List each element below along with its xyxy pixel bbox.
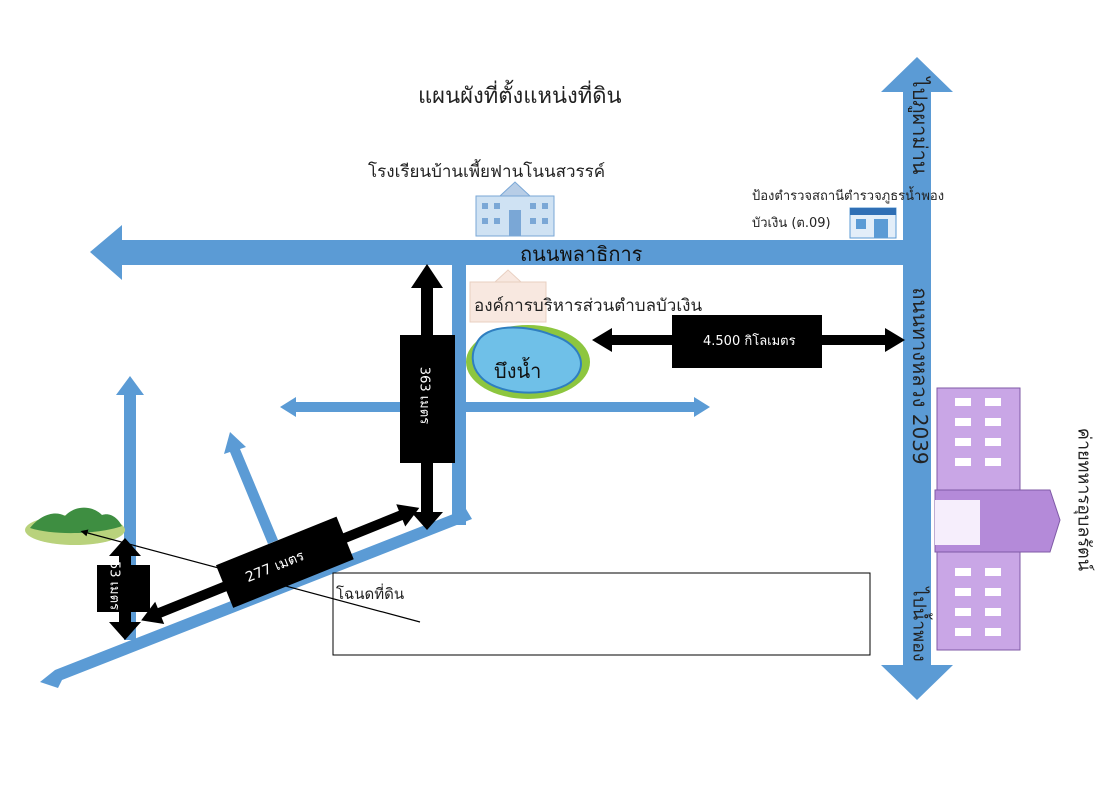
main-road-label: ถนนพลาธิการ	[520, 242, 643, 266]
distance-53m-callout	[97, 538, 150, 640]
distance-363m-label: 363 เมตร	[416, 366, 432, 425]
sao-label: องค์การบริหารส่วนตำบลบัวเงิน	[474, 296, 703, 316]
pond-icon	[466, 325, 590, 399]
distance-53m-label: 53 เมตร	[106, 560, 122, 611]
main-road-arrow	[90, 225, 903, 280]
pond-label: บึงน้ำ	[494, 359, 542, 383]
police-label-line2: บัวเงิน (ต.09)	[752, 216, 831, 231]
military-camp-icon	[934, 387, 1061, 651]
school-label: โรงเรียนบ้านเพี้ยฟานโนนสวรรค์	[368, 162, 606, 182]
highway-label: ถนนทางหลวง 2039	[908, 287, 932, 465]
police-label-line1: ป้องตำรวจสถานีตำรวจภูธรน้ำพอง	[752, 189, 945, 204]
sao-building-icon	[469, 269, 547, 323]
distance-km-callout	[592, 315, 905, 368]
hill-icon	[25, 507, 125, 545]
school-building-icon	[475, 181, 555, 237]
highway-north-label: ไปภูผาม่าน	[908, 77, 932, 175]
side-roads	[40, 265, 710, 688]
map-title: แผนผังที่ตั้งแหน่งที่ดิน	[418, 84, 622, 109]
pointer-line	[80, 529, 421, 623]
highway-arrow	[881, 57, 953, 700]
distance-277m-callout	[141, 504, 420, 624]
highway-south-label: ไปน้ำพอง	[908, 587, 930, 662]
distance-363m-callout	[400, 264, 455, 530]
plot-label: โฉนดที่ดิน	[336, 585, 405, 603]
plot-label-box	[332, 572, 871, 656]
distance-km-label: 4.500 กิโลเมตร	[703, 334, 796, 349]
police-station-icon	[849, 207, 897, 239]
police-label: ป้องตำรวจสถานีตำรวจภูธรน้ำพอง บัวเงิน (ต…	[752, 183, 944, 237]
military-camp-label: ค่ายทหารอุบลรัตน์	[1073, 427, 1095, 572]
